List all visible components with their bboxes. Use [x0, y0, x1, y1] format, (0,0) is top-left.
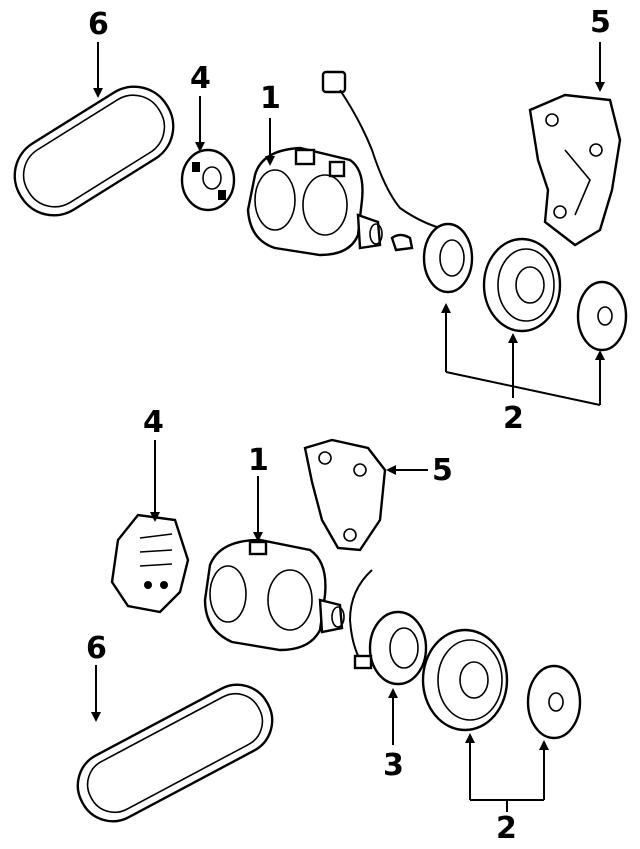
lower-assembly: 4 1 5 6 3 2 [76, 405, 582, 846]
upper-callout-clutch: 2 [503, 401, 524, 436]
upper-callout-compressor: 1 [260, 81, 281, 116]
lower-compressor-body [203, 538, 345, 652]
upper-wire-harness [321, 70, 441, 252]
lower-callout-coil: 3 [383, 748, 404, 783]
upper-clutch-plate [576, 280, 628, 352]
upper-mounting-bracket [528, 93, 622, 247]
upper-clutch-coil [422, 222, 474, 294]
lower-callout-bracket: 5 [432, 453, 453, 488]
upper-callout-bracket: 5 [590, 5, 611, 40]
lower-callout-clutch: 2 [496, 811, 517, 846]
lower-leader-lines [91, 440, 549, 812]
lower-callout-cover: 4 [143, 405, 164, 440]
upper-callout-belt: 6 [88, 7, 109, 42]
lower-compressor-cover [110, 513, 190, 614]
upper-leader-lines [93, 42, 605, 406]
lower-clutch-coil [348, 569, 428, 686]
upper-clutch-pulley [482, 237, 562, 333]
upper-drive-belt [13, 85, 175, 217]
lower-clutch-plate [526, 664, 582, 740]
lower-callout-compressor: 1 [248, 443, 269, 478]
lower-callout-belt: 6 [86, 631, 107, 666]
upper-callout-cover: 4 [190, 61, 211, 96]
lower-mounting-bracket [303, 438, 387, 552]
upper-assembly: 6 4 1 5 2 [13, 5, 628, 436]
upper-compressor-cover [180, 148, 236, 212]
lower-clutch-pulley [421, 628, 509, 732]
lower-drive-belt [76, 683, 274, 823]
upper-compressor-body [246, 146, 383, 257]
